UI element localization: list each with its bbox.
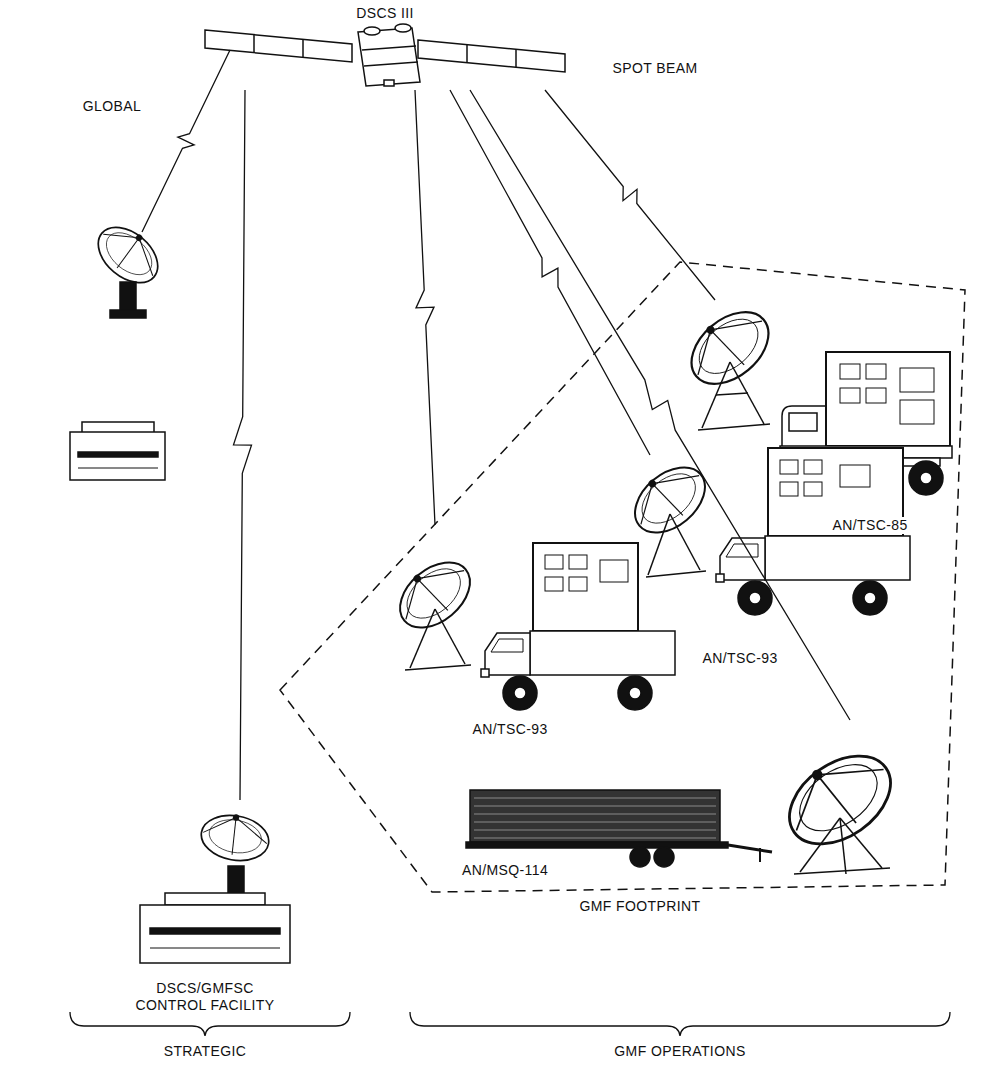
- group-bracket: [70, 1012, 350, 1036]
- truck-terminal-drawing: [677, 297, 952, 495]
- radio-link: [545, 90, 715, 300]
- ground-terminal: AN/TSC-93: [610, 455, 920, 670]
- radio-link: [450, 90, 650, 455]
- node-label: AN/TSC-93: [700, 650, 779, 667]
- radio-link: [470, 90, 850, 720]
- diagram-label: STRATEGIC: [162, 1043, 249, 1060]
- global-terminal-drawing: [70, 216, 169, 480]
- diagram-label: GMF FOOTPRINT: [577, 898, 702, 915]
- truck-terminal-drawing: [622, 448, 910, 615]
- control-facility-drawing: [140, 809, 290, 963]
- trailer-terminal-drawing: [466, 737, 907, 874]
- diagram-label: GMF OPERATIONS: [612, 1043, 747, 1060]
- satellite: DSCS III: [200, 5, 570, 90]
- node-label: DSCS III: [354, 5, 416, 22]
- ground-terminal: AN/TSC-93: [360, 525, 680, 740]
- ground-terminal: AN/MSQ-114: [455, 720, 900, 885]
- control-facility: DSCS/GMFSC CONTROL FACILITY: [110, 800, 310, 1016]
- ground-terminal: AN/TSC-85: [680, 300, 955, 536]
- node-label: AN/MSQ-114: [460, 862, 550, 879]
- diagram-label: SPOT BEAM: [610, 60, 699, 77]
- group-bracket: [410, 1012, 950, 1036]
- satellite-drawing: [205, 24, 565, 86]
- truck-terminal-drawing: [387, 543, 675, 710]
- global-link: [142, 50, 230, 232]
- radio-link: [234, 90, 252, 800]
- node-label: DSCS/GMFSC CONTROL FACILITY: [128, 980, 282, 1014]
- node-label: AN/TSC-93: [470, 721, 549, 738]
- diagram-label: GLOBAL: [81, 98, 143, 115]
- node-label: AN/TSC-85: [830, 517, 909, 534]
- footprint-outline: [280, 262, 965, 892]
- radio-link: [415, 90, 435, 525]
